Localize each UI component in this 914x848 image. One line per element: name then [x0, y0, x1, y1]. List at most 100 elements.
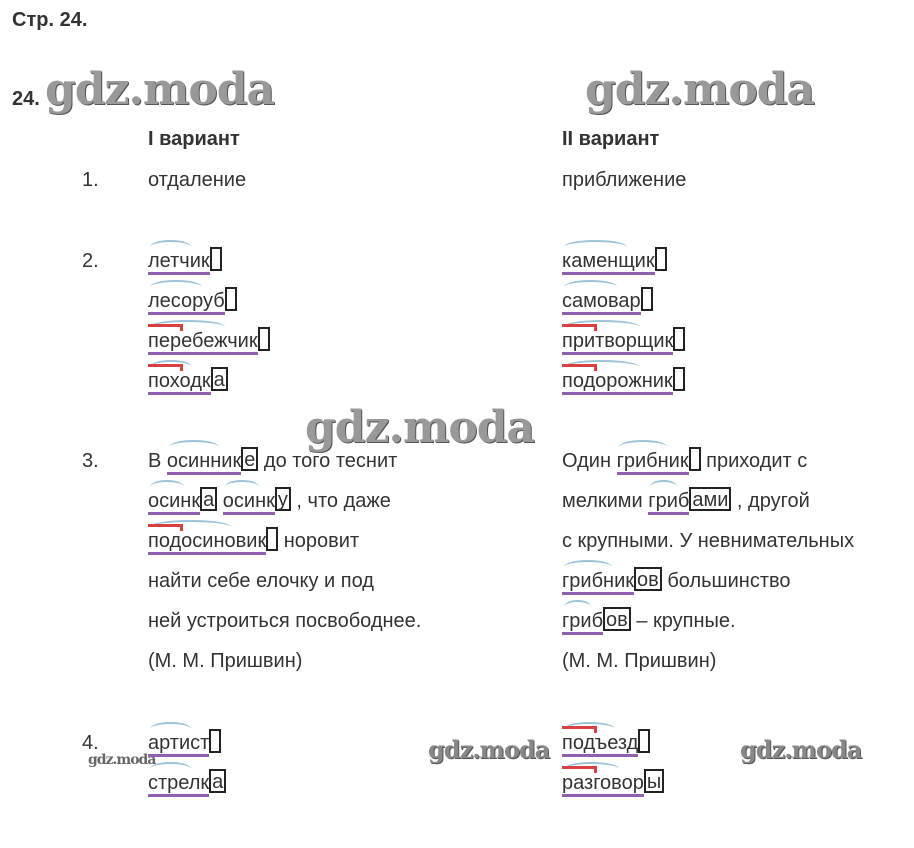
- word-ending-box: [257, 327, 270, 351]
- text: ней устроиться посвободнее.: [148, 610, 422, 632]
- word-stem: самовар: [562, 280, 641, 315]
- text-line: подъезд: [562, 722, 651, 757]
- text-line: ней устроиться посвободнее.: [148, 609, 421, 633]
- word-ending-box: а: [210, 367, 228, 391]
- text: большинство: [661, 570, 791, 592]
- text: (М. М. Пришвин): [562, 650, 717, 672]
- text-line: подосиновик норовит: [148, 520, 360, 555]
- word-stem: грибник: [562, 560, 635, 595]
- parsed-word: притворщик: [562, 320, 686, 355]
- word-stem: походк: [148, 360, 211, 395]
- word-stem: каменщик: [562, 240, 655, 275]
- parsed-word: летчик: [148, 240, 222, 275]
- text: – крупные.: [630, 610, 736, 632]
- word-stem: подъезд: [562, 722, 639, 757]
- word-ending-box: [224, 287, 237, 311]
- word-ending-box: [209, 247, 222, 271]
- text: найти себе елочку и под: [148, 570, 374, 592]
- word-ending-box: а: [200, 487, 218, 511]
- text: , другой: [731, 490, 810, 512]
- word-stem: подорожник: [562, 360, 673, 395]
- text-line: найти себе елочку и под: [148, 569, 374, 593]
- text: В: [148, 450, 167, 472]
- text-line: лесоруб: [148, 280, 237, 315]
- text: с крупными. У невнимательных: [562, 530, 855, 552]
- word-ending-box: а: [209, 769, 227, 793]
- word-stem: артист: [148, 722, 210, 757]
- parsed-word: подъезд: [562, 722, 651, 757]
- word-stem: гриб: [562, 600, 604, 635]
- watermark: gdz.moda: [585, 64, 815, 115]
- task1-answer-v2: приближение: [562, 169, 687, 191]
- text-line: подорожник: [562, 360, 685, 395]
- word-stem: осинк: [148, 480, 201, 515]
- watermark: gdz.moda: [88, 752, 156, 768]
- watermark: gdz.moda: [428, 735, 550, 764]
- text-line: артист: [148, 722, 222, 757]
- parsed-word: самовар: [562, 280, 653, 315]
- text: (М. М. Пришвин): [148, 650, 303, 672]
- text-line: летчик: [148, 240, 222, 275]
- text-line: каменщик: [562, 240, 667, 275]
- text: приходит с: [700, 450, 808, 472]
- word-ending-box: [640, 287, 653, 311]
- text-line: Один грибник приходит с: [562, 440, 808, 475]
- parsed-word: подосиновик: [148, 520, 279, 555]
- word-ending-box: у: [274, 487, 291, 511]
- word-ending-box: ами: [689, 487, 732, 511]
- text: , что даже: [290, 490, 391, 512]
- word-stem: притворщик: [562, 320, 674, 355]
- word-ending-box: ы: [643, 769, 665, 793]
- word-stem: лесоруб: [148, 280, 225, 315]
- watermark: gdz.moda: [740, 735, 862, 764]
- task-number: 4.: [82, 732, 99, 754]
- word-ending-box: [688, 447, 701, 471]
- parsed-word: артист: [148, 722, 222, 757]
- word-ending-box: [638, 729, 651, 753]
- parsed-word: подорожник: [562, 360, 685, 395]
- task-number: 2.: [82, 250, 99, 272]
- exercise-number: 24.: [12, 88, 40, 110]
- text-line: самовар: [562, 280, 653, 315]
- text: Один: [562, 450, 617, 472]
- word-stem: осинник: [166, 440, 242, 475]
- variant-1-heading: I вариант: [148, 128, 240, 150]
- word-ending-box: ов: [634, 567, 662, 591]
- text: норовит: [278, 530, 360, 552]
- text-line: (М. М. Пришвин): [148, 649, 302, 673]
- parsed-word: лесоруб: [148, 280, 237, 315]
- variant-2-heading: II вариант: [562, 128, 660, 150]
- text-line: с крупными. У невнимательных: [562, 529, 854, 553]
- word-stem: осинк: [222, 480, 275, 515]
- word-stem: подосиновик: [148, 520, 267, 555]
- word-ending-box: [672, 367, 685, 391]
- task-number: 1.: [82, 169, 99, 191]
- text: до того теснит: [258, 450, 398, 472]
- word-stem: стрелк: [148, 762, 210, 797]
- word-ending-box: [209, 729, 222, 753]
- text-line: притворщик: [562, 320, 686, 355]
- parsed-word: каменщик: [562, 240, 667, 275]
- task-number: 3.: [82, 450, 99, 472]
- task1-answer-v1: отдаление: [148, 169, 247, 191]
- word-stem: грибник: [616, 440, 689, 475]
- word-stem: разговор: [562, 762, 644, 797]
- parsed-word: перебежчик: [148, 320, 270, 355]
- word-stem: летчик: [148, 240, 210, 275]
- word-ending-box: ов: [603, 607, 631, 631]
